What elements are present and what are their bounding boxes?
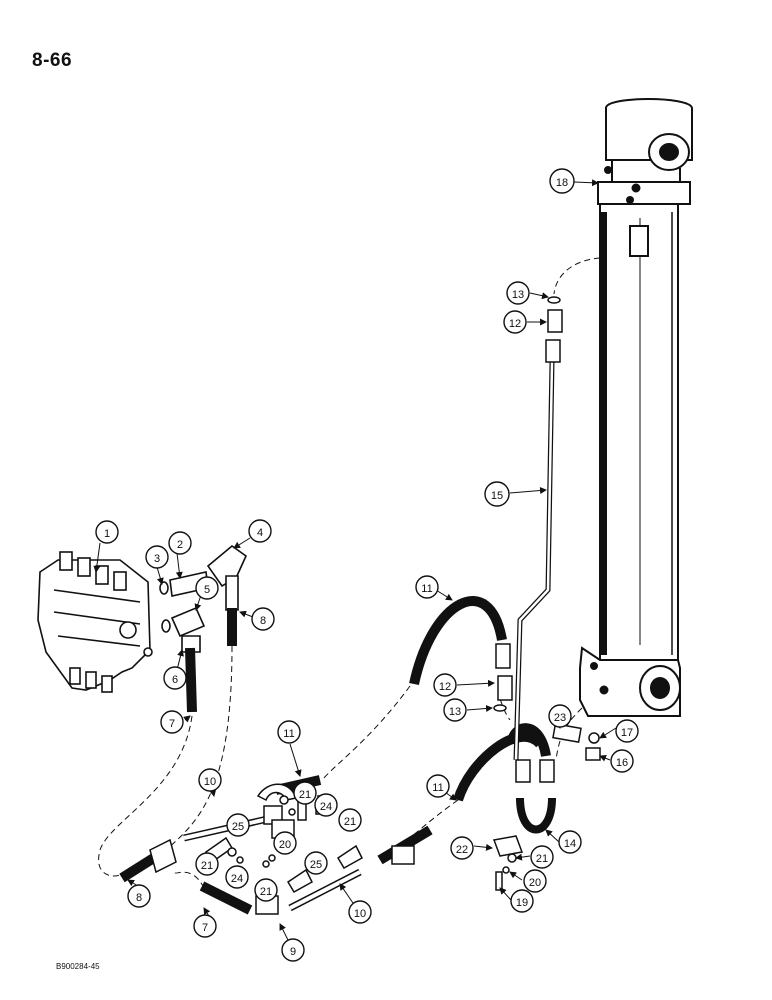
callout-4-label: 4 — [257, 527, 263, 539]
callout-10-upper-label: 10 — [204, 776, 216, 788]
callout-11-lower: 11 — [426, 774, 450, 798]
callout-9-label: 9 — [290, 946, 296, 958]
callout-21-c-label: 21 — [201, 860, 213, 872]
callout-20-left-label: 20 — [279, 839, 291, 851]
callout-24-a: 24 — [314, 793, 338, 817]
callout-23: 23 — [548, 704, 572, 728]
callout-21-b: 21 — [338, 808, 362, 832]
callout-11-mid: 11 — [277, 720, 301, 744]
callout-4: 4 — [248, 519, 272, 543]
callout-11-upper: 11 — [415, 575, 439, 599]
callout-25-b-label: 25 — [310, 859, 322, 871]
callout-6-label: 6 — [172, 674, 178, 686]
callout-13-lower: 13 — [443, 698, 467, 722]
callout-9: 9 — [281, 938, 305, 962]
callout-25-a-label: 25 — [232, 821, 244, 833]
callout-25-a: 25 — [226, 813, 250, 837]
callout-3: 3 — [145, 545, 169, 569]
callout-6: 6 — [163, 666, 187, 690]
callout-8-upper: 8 — [251, 607, 275, 631]
callout-12-lower-label: 12 — [439, 681, 451, 693]
callout-21-a-label: 21 — [299, 789, 311, 801]
callouts: 1 2 3 4 5 6 7 8 11 15 13 12 18 12 13 23 … — [95, 168, 639, 962]
callout-7-upper-label: 7 — [169, 718, 175, 730]
callout-21-right-label: 21 — [536, 853, 548, 865]
callout-8-lower: 8 — [127, 884, 151, 908]
hydraulic-cylinder — [579, 98, 693, 717]
callout-7-lower: 7 — [193, 914, 217, 938]
callout-21-d: 21 — [254, 878, 278, 902]
callout-10-lower-label: 10 — [354, 908, 366, 920]
callout-2-label: 2 — [177, 539, 183, 551]
callout-20-right: 20 — [523, 869, 547, 893]
callout-13-upper-label: 13 — [512, 289, 524, 301]
callout-1-label: 1 — [104, 528, 110, 540]
callout-15-label: 15 — [491, 490, 503, 502]
drawing-reference-code: B900284-45 — [56, 962, 100, 971]
callout-21-d-label: 21 — [260, 886, 272, 898]
callout-14: 14 — [558, 830, 582, 854]
callout-3-label: 3 — [154, 553, 160, 565]
callout-12-upper-label: 12 — [509, 318, 521, 330]
callout-13-upper: 13 — [506, 281, 530, 305]
callout-13-lower-label: 13 — [449, 706, 461, 718]
callout-18: 18 — [549, 168, 575, 194]
callout-2: 2 — [168, 531, 192, 555]
callout-20-right-label: 20 — [529, 877, 541, 889]
callout-22-label: 22 — [456, 844, 468, 856]
callout-1: 1 — [95, 520, 119, 544]
callout-25-b: 25 — [304, 851, 328, 875]
callout-16: 16 — [610, 749, 634, 773]
callout-10-upper: 10 — [198, 768, 222, 792]
page-number: 8-66 — [32, 50, 73, 71]
callout-20-left: 20 — [273, 831, 297, 855]
callout-19-label: 19 — [516, 897, 528, 909]
callout-8-upper-label: 8 — [260, 615, 266, 627]
callout-7-upper: 7 — [160, 710, 184, 734]
callout-14-label: 14 — [564, 838, 576, 850]
routing-dashed-lines — [98, 257, 601, 889]
callout-21-right: 21 — [530, 845, 554, 869]
callout-5: 5 — [195, 576, 219, 600]
callout-21-b-label: 21 — [344, 816, 356, 828]
callout-5-label: 5 — [204, 584, 210, 596]
leader-lines — [93, 179, 617, 951]
callout-17: 17 — [615, 719, 639, 743]
callout-10-lower: 10 — [348, 900, 372, 924]
callout-15: 15 — [484, 481, 510, 507]
callout-24-b: 24 — [225, 865, 249, 889]
callout-19: 19 — [510, 889, 534, 913]
callout-12-upper: 12 — [503, 310, 527, 334]
callout-24-a-label: 24 — [320, 801, 332, 813]
callout-21-a: 21 — [293, 781, 317, 805]
callout-24-b-label: 24 — [231, 873, 243, 885]
control-valve — [37, 551, 153, 693]
callout-12-lower: 12 — [433, 673, 457, 697]
callout-7-lower-label: 7 — [202, 922, 208, 934]
callout-18-label: 18 — [556, 177, 568, 189]
callout-16-label: 16 — [616, 757, 628, 769]
callout-11-mid-label: 11 — [283, 728, 294, 740]
callout-21-c: 21 — [195, 852, 219, 876]
callout-11-lower-label: 11 — [432, 782, 443, 794]
callout-8-lower-label: 8 — [136, 892, 142, 904]
callout-23-label: 23 — [554, 712, 566, 724]
callout-22: 22 — [450, 836, 474, 860]
callout-17-label: 17 — [621, 727, 633, 739]
callout-11-upper-label: 11 — [421, 583, 432, 595]
